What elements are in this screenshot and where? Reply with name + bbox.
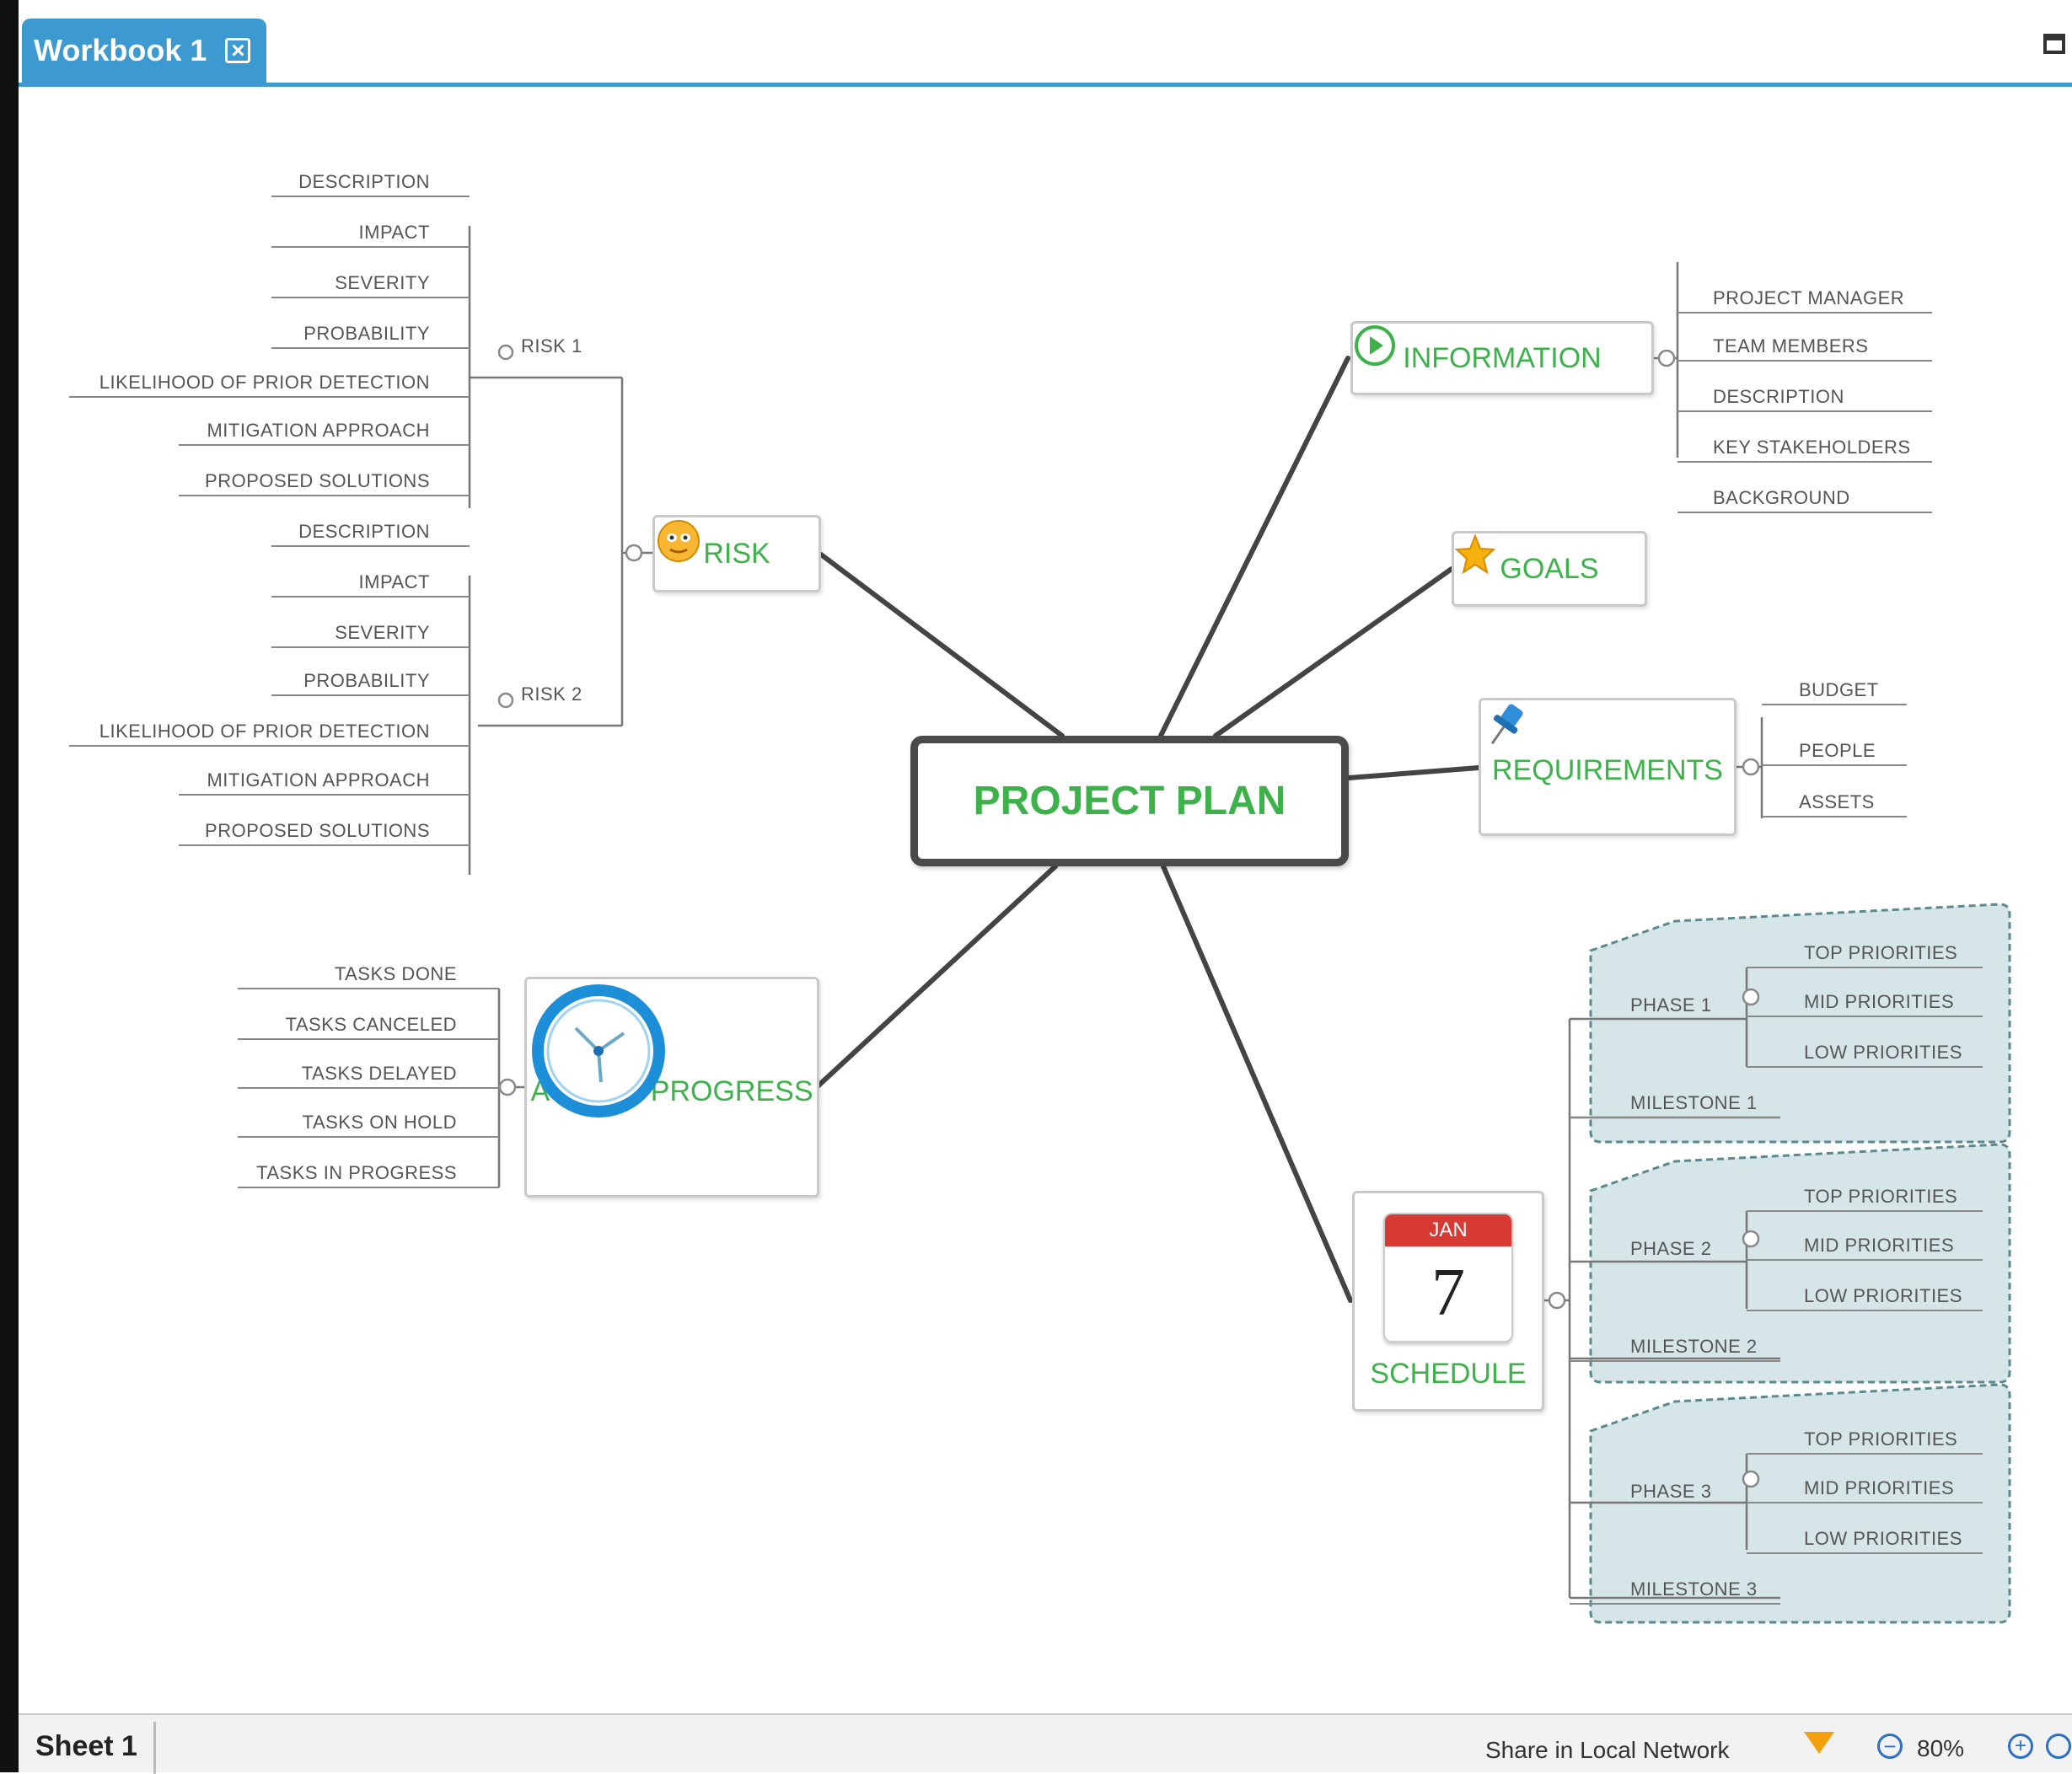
central-topic-label: PROJECT PLAN [973, 779, 1286, 823]
schedule-phase-label[interactable]: PHASE 1 [1630, 994, 1712, 1016]
branch-schedule-label: SCHEDULE [1370, 1357, 1527, 1390]
information-subtopic[interactable]: BACKGROUND [1713, 487, 1850, 508]
risk-subtopic[interactable]: MITIGATION APPROACH [207, 420, 430, 441]
requirements-subtopic[interactable]: BUDGET [1799, 679, 1879, 700]
branch-actual-progress[interactable]: ACTUAL PROGRESS [524, 977, 819, 1198]
risk-group-label[interactable]: RISK 1 [521, 335, 582, 356]
schedule-milestone[interactable]: MILESTONE 2 [1630, 1336, 1758, 1357]
risk-subtopic[interactable]: SEVERITY [335, 272, 430, 293]
progress-subtopic[interactable]: TASKS DELAYED [301, 1063, 457, 1084]
share-local-network-button[interactable]: Share in Local Network [1485, 1737, 1730, 1763]
tab-bar: Workbook 1 × [19, 0, 2072, 87]
risk-subtopic[interactable]: PROBABILITY [303, 670, 430, 691]
calendar-day: 7 [1431, 1256, 1465, 1330]
branch-information[interactable]: INFORMATION [1350, 321, 1654, 395]
schedule-priority[interactable]: LOW PRIORITIES [1804, 1042, 1962, 1063]
schedule-priority[interactable]: TOP PRIORITIES [1804, 942, 1958, 963]
information-subtopic[interactable]: TEAM MEMBERS [1713, 335, 1869, 356]
tab-workbook[interactable]: Workbook 1 × [22, 19, 266, 83]
connector-lines [468, 226, 2011, 1624]
status-bar: Sheet 1 Share in Local Network − 80% + [19, 1713, 2072, 1774]
topic-underlines [69, 196, 1983, 1605]
schedule-milestone[interactable]: MILESTONE 1 [1630, 1092, 1758, 1113]
zoom-level: 80% [1917, 1735, 1965, 1761]
risk-group-label[interactable]: RISK 2 [521, 683, 582, 705]
information-subtopic[interactable]: DESCRIPTION [1713, 386, 1844, 407]
progress-subtopic[interactable]: TASKS IN PROGRESS [256, 1162, 457, 1183]
branch-information-label: INFORMATION [1403, 341, 1602, 374]
schedule-milestone[interactable]: MILESTONE 3 [1630, 1578, 1758, 1600]
zoom-fit-icon[interactable] [2046, 1734, 2071, 1759]
star-icon [1454, 533, 1496, 575]
calendar-icon: JAN 7 [1383, 1212, 1513, 1343]
risk-subtopic[interactable]: IMPACT [358, 222, 430, 243]
branch-requirements[interactable]: REQUIREMENTS [1479, 698, 1737, 836]
calendar-month: JAN [1385, 1214, 1511, 1246]
zoom-out-icon[interactable]: − [1877, 1734, 1903, 1759]
play-icon [1355, 325, 1395, 366]
pushpin-icon [1490, 704, 1523, 745]
progress-subtopic[interactable]: TASKS CANCELED [285, 1014, 457, 1035]
tab-label: Workbook 1 [34, 33, 207, 67]
divider [153, 1722, 156, 1774]
mind-map-canvas[interactable]: PROJECT PLAN INFORMATION GOALS REQUIREME… [19, 87, 2072, 1713]
filter-icon[interactable] [1804, 1732, 1834, 1754]
face-icon [658, 520, 700, 562]
branch-goals-label: GOALS [1500, 552, 1599, 585]
sheet-tab[interactable]: Sheet 1 [35, 1730, 137, 1762]
branch-schedule[interactable]: JAN 7 SCHEDULE [1352, 1191, 1544, 1412]
clock-icon [532, 984, 665, 1117]
schedule-priority[interactable]: TOP PRIORITIES [1804, 1186, 1958, 1207]
risk-subtopic[interactable]: DESCRIPTION [298, 521, 430, 542]
risk-subtopic[interactable]: PROBABILITY [303, 323, 430, 344]
risk-subtopic[interactable]: PROPOSED SOLUTIONS [205, 470, 430, 491]
requirements-subtopic[interactable]: PEOPLE [1799, 740, 1876, 761]
risk-subtopic[interactable]: DESCRIPTION [298, 171, 430, 192]
risk-subtopic[interactable]: MITIGATION APPROACH [207, 769, 430, 791]
close-icon[interactable]: × [225, 38, 251, 63]
schedule-phase-label[interactable]: PHASE 2 [1630, 1238, 1712, 1259]
schedule-priority[interactable]: LOW PRIORITIES [1804, 1285, 1962, 1306]
information-subtopic[interactable]: PROJECT MANAGER [1713, 287, 1905, 308]
branch-risk-label: RISK [703, 537, 770, 570]
schedule-priority[interactable]: LOW PRIORITIES [1804, 1528, 1962, 1549]
schedule-priority[interactable]: TOP PRIORITIES [1804, 1428, 1958, 1450]
risk-subtopic[interactable]: PROPOSED SOLUTIONS [205, 820, 430, 841]
risk-subtopic[interactable]: LIKELIHOOD OF PRIOR DETECTION [99, 372, 430, 393]
schedule-priority[interactable]: MID PRIORITIES [1804, 1477, 1955, 1498]
risk-subtopic[interactable]: IMPACT [358, 571, 430, 592]
risk-subtopic[interactable]: LIKELIHOOD OF PRIOR DETECTION [99, 721, 430, 742]
requirements-subtopic[interactable]: ASSETS [1799, 791, 1875, 812]
branch-risk[interactable]: RISK [652, 515, 821, 592]
maximize-icon[interactable] [2043, 34, 2065, 54]
schedule-priority[interactable]: MID PRIORITIES [1804, 991, 1955, 1012]
branch-requirements-label: REQUIREMENTS [1492, 753, 1723, 786]
information-subtopic[interactable]: KEY STAKEHOLDERS [1713, 437, 1911, 458]
risk-subtopic[interactable]: SEVERITY [335, 622, 430, 643]
branch-goals[interactable]: GOALS [1452, 531, 1647, 607]
zoom-in-icon[interactable]: + [2008, 1734, 2033, 1759]
window-frame [0, 0, 19, 1772]
progress-subtopic[interactable]: TASKS ON HOLD [302, 1112, 457, 1133]
schedule-priority[interactable]: MID PRIORITIES [1804, 1235, 1955, 1256]
progress-subtopic[interactable]: TASKS DONE [334, 963, 457, 984]
central-topic[interactable]: PROJECT PLAN [910, 736, 1349, 866]
schedule-phase-label[interactable]: PHASE 3 [1630, 1481, 1712, 1502]
